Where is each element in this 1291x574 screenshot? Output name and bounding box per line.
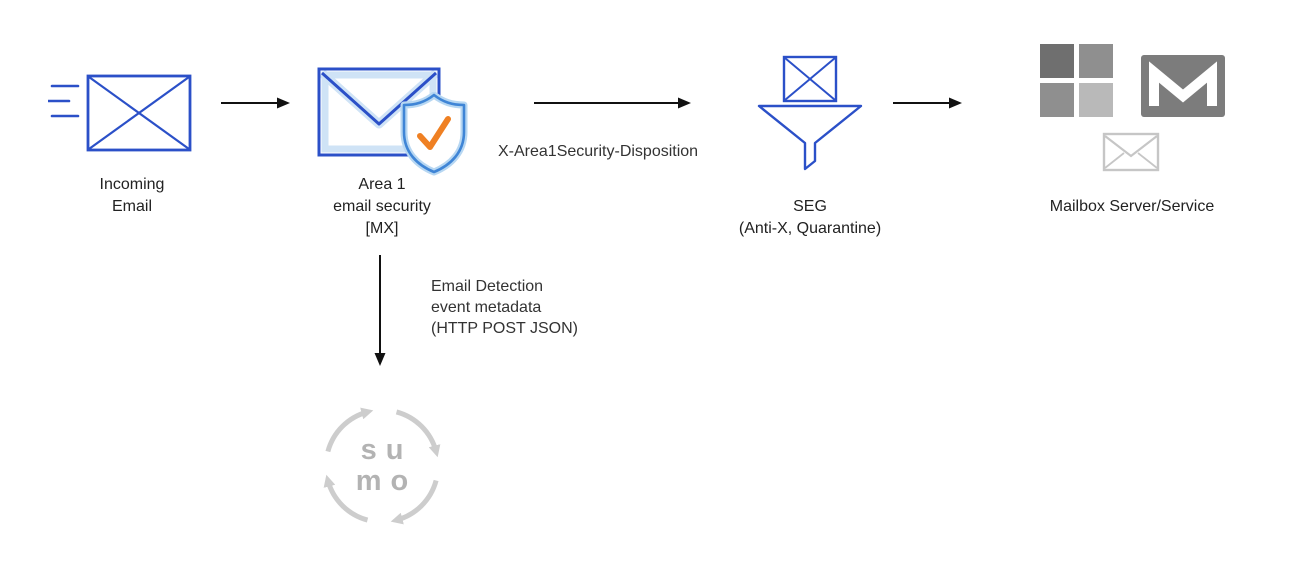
arrow-area1-to-sumo <box>374 255 386 366</box>
incoming-email-envelope-icon <box>86 74 192 152</box>
mailbox-label: Mailbox Server/Service <box>1049 198 1215 215</box>
seg-label: SEG (Anti-X, Quarantine) <box>738 198 882 237</box>
microsoft-square-tr <box>1079 44 1113 78</box>
shield-check-icon <box>400 92 468 176</box>
arrow-area1-to-seg <box>534 97 691 109</box>
incoming-email-label: Incoming Email <box>99 176 165 215</box>
speed-lines-icon <box>48 84 80 118</box>
sumo-logic-logo-icon <box>323 407 441 525</box>
sumo-logo-text: su mo <box>355 434 418 497</box>
seg-funnel-icon <box>757 104 863 171</box>
microsoft-square-br <box>1079 83 1113 117</box>
microsoft-square-bl <box>1040 83 1074 117</box>
microsoft-square-tl <box>1040 44 1074 78</box>
small-envelope-icon <box>1102 132 1160 172</box>
microsoft-logo-icon <box>1040 44 1113 117</box>
arrow-incoming-to-area1 <box>221 97 290 109</box>
gmail-icon <box>1141 55 1225 117</box>
metadata-edge-label: Email Detection event metadata (HTTP POS… <box>431 278 578 337</box>
disposition-edge-label: X-Area1Security-Disposition <box>498 143 699 160</box>
area1-label: Area 1 email security [MX] <box>333 176 431 237</box>
seg-envelope-icon <box>782 55 838 103</box>
arrow-seg-to-mailbox <box>893 97 962 109</box>
